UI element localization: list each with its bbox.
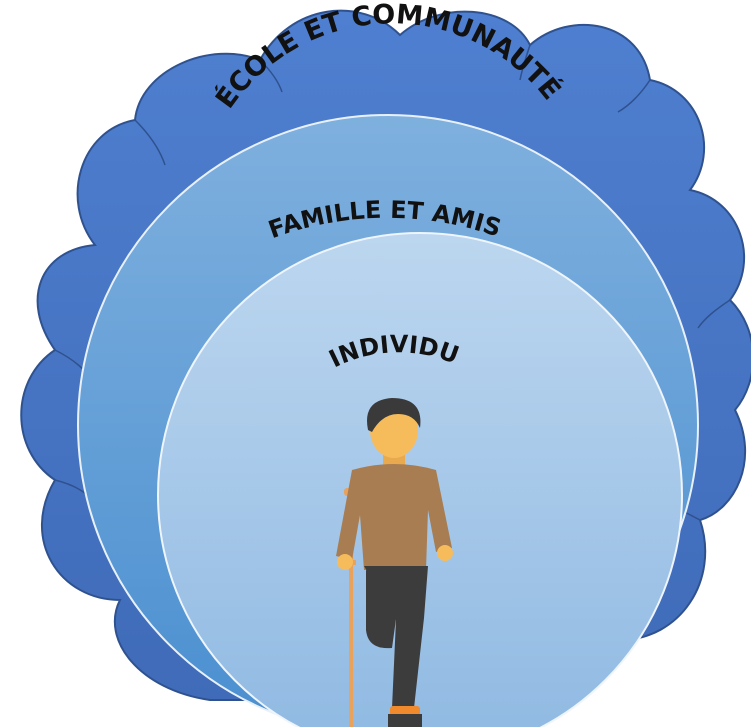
shirt bbox=[336, 464, 452, 570]
cloud-puff-line bbox=[134, 119, 166, 166]
hair bbox=[367, 398, 421, 432]
cloud-puff-line bbox=[617, 79, 651, 113]
pants bbox=[364, 566, 428, 708]
cloud-puff-line bbox=[519, 44, 531, 81]
shoe bbox=[390, 706, 420, 716]
cloud-puff-line bbox=[697, 299, 731, 329]
cloud-puff-line bbox=[259, 59, 283, 93]
person-with-crutch-icon bbox=[336, 398, 453, 727]
